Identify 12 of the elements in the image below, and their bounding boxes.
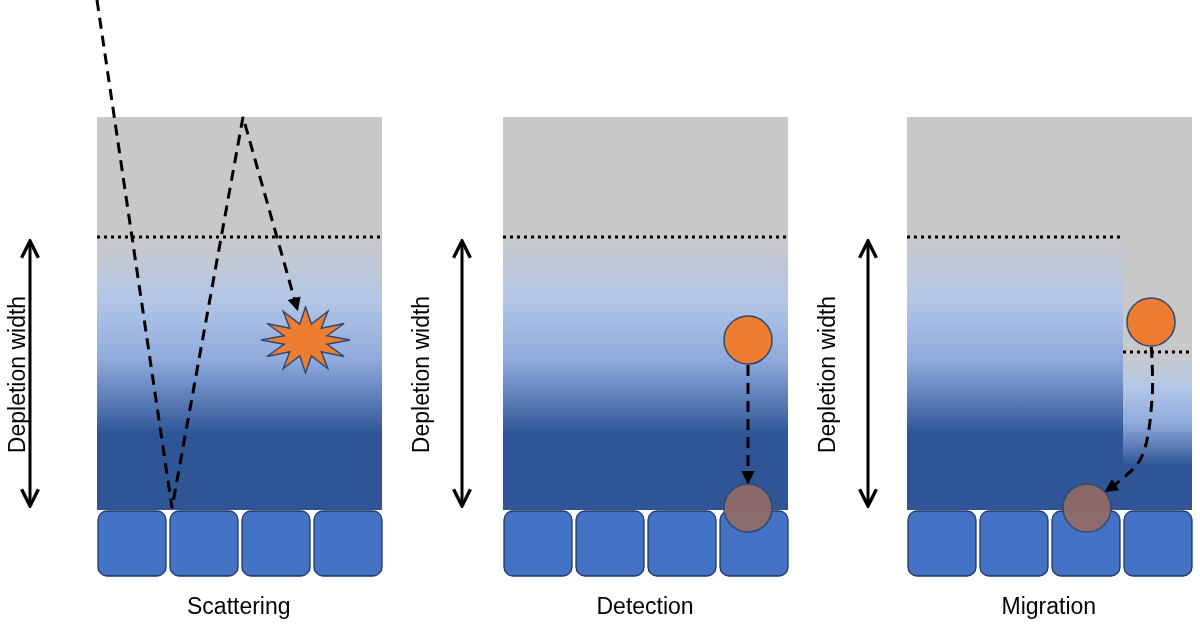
particle-circle (723, 315, 773, 365)
panel-caption: Scattering (187, 594, 291, 618)
particle-circle (1062, 483, 1112, 533)
particle-circle (1126, 297, 1176, 347)
starburst-icon (261, 307, 351, 373)
axis-label: Depletion width (5, 295, 29, 453)
panel-caption: Detection (596, 594, 694, 618)
particle-circle (723, 483, 773, 533)
dashed-arrow (1104, 346, 1155, 493)
axis-label: Depletion width (815, 295, 839, 453)
dashed-arrow (95, 0, 301, 510)
dashed-arrow (741, 365, 755, 485)
